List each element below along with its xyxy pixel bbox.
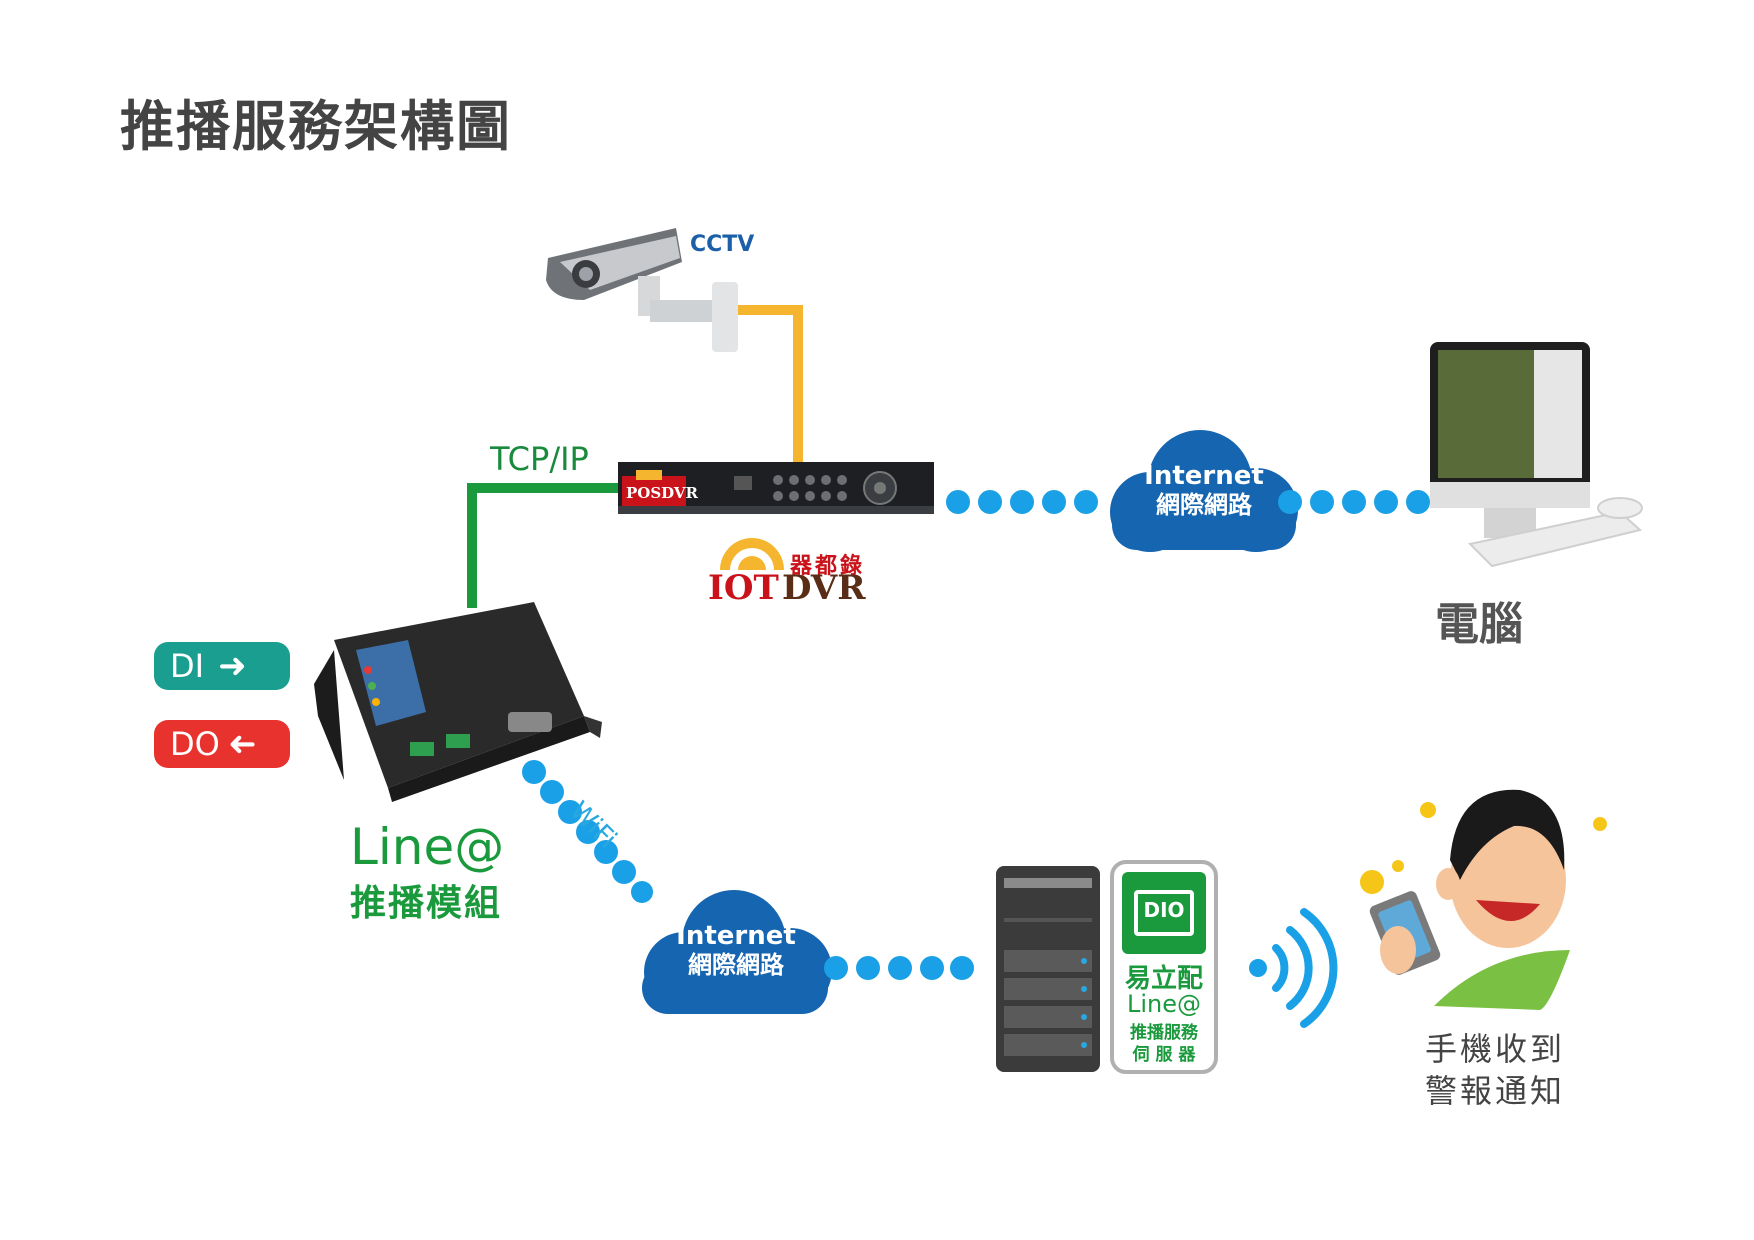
tcpip-label: TCP/IP bbox=[490, 440, 589, 478]
phone-label-line1: 手機收到 bbox=[1425, 1030, 1566, 1068]
dvr-brand-label: POSDVR bbox=[626, 484, 699, 502]
person-with-phone-icon bbox=[1360, 789, 1607, 1010]
dots-cloud-computer bbox=[1278, 490, 1430, 514]
page-title: 推播服務架構圖 bbox=[120, 95, 512, 158]
iot-dvr-logo-dvr: DVR bbox=[782, 568, 866, 608]
module-subtitle: 推播模組 bbox=[350, 883, 503, 924]
iot-dvr-logo-icon bbox=[720, 538, 784, 570]
do-badge: DO ➜ bbox=[154, 720, 290, 768]
di-label: DI bbox=[170, 647, 205, 685]
cloud-bottom-icon bbox=[642, 890, 832, 1014]
server-line4: 伺 服 器 bbox=[1132, 1045, 1196, 1065]
cloud-bottom-label: Internet 網際網路 bbox=[636, 921, 836, 979]
server-tower-icon bbox=[996, 866, 1100, 1072]
dots-cloud-server bbox=[824, 956, 974, 980]
cloud-top-line2: 網際網路 bbox=[1156, 490, 1252, 519]
module-title: Line@ bbox=[350, 818, 505, 876]
tcpip-cable bbox=[467, 483, 618, 608]
right-arrow-icon: ➜ bbox=[218, 646, 247, 686]
iot-dvr-logo-iot: IOT bbox=[708, 568, 779, 608]
server-line2: Line@ bbox=[1126, 990, 1201, 1018]
cloud-bottom-line1: Internet bbox=[676, 921, 796, 951]
cloud-top-label: Internet 網際網路 bbox=[1104, 461, 1304, 519]
cctv-cable bbox=[720, 305, 803, 462]
iot-dvr-logo-cn: 器都錄 bbox=[790, 554, 866, 579]
left-arrow-icon: ➜ bbox=[227, 724, 257, 764]
server-line3: 推播服務 bbox=[1130, 1023, 1198, 1043]
di-badge: DI ➜ bbox=[154, 642, 290, 690]
cloud-top-icon bbox=[1110, 430, 1298, 552]
dots-dvr-cloud bbox=[946, 490, 1098, 514]
computer-icon bbox=[1430, 342, 1643, 568]
dvr-device-icon bbox=[618, 462, 934, 514]
server-panel bbox=[1110, 860, 1218, 1074]
cctv-camera-icon bbox=[546, 228, 738, 352]
phone-label-line2: 警報通知 bbox=[1425, 1072, 1566, 1110]
cloud-bottom-line2: 網際網路 bbox=[688, 950, 784, 979]
line-module-device-icon bbox=[314, 602, 602, 802]
do-label: DO bbox=[170, 725, 220, 763]
server-line1: 易立配 bbox=[1124, 964, 1203, 994]
cctv-label: CCTV bbox=[690, 232, 755, 257]
dio-icon-text: DIO bbox=[1143, 898, 1185, 922]
cloud-top-line1: Internet bbox=[1144, 461, 1264, 491]
dots-module-cloud bbox=[522, 760, 653, 903]
wifi-signal-icon bbox=[1249, 908, 1338, 1028]
computer-label: 電腦 bbox=[1435, 599, 1523, 650]
